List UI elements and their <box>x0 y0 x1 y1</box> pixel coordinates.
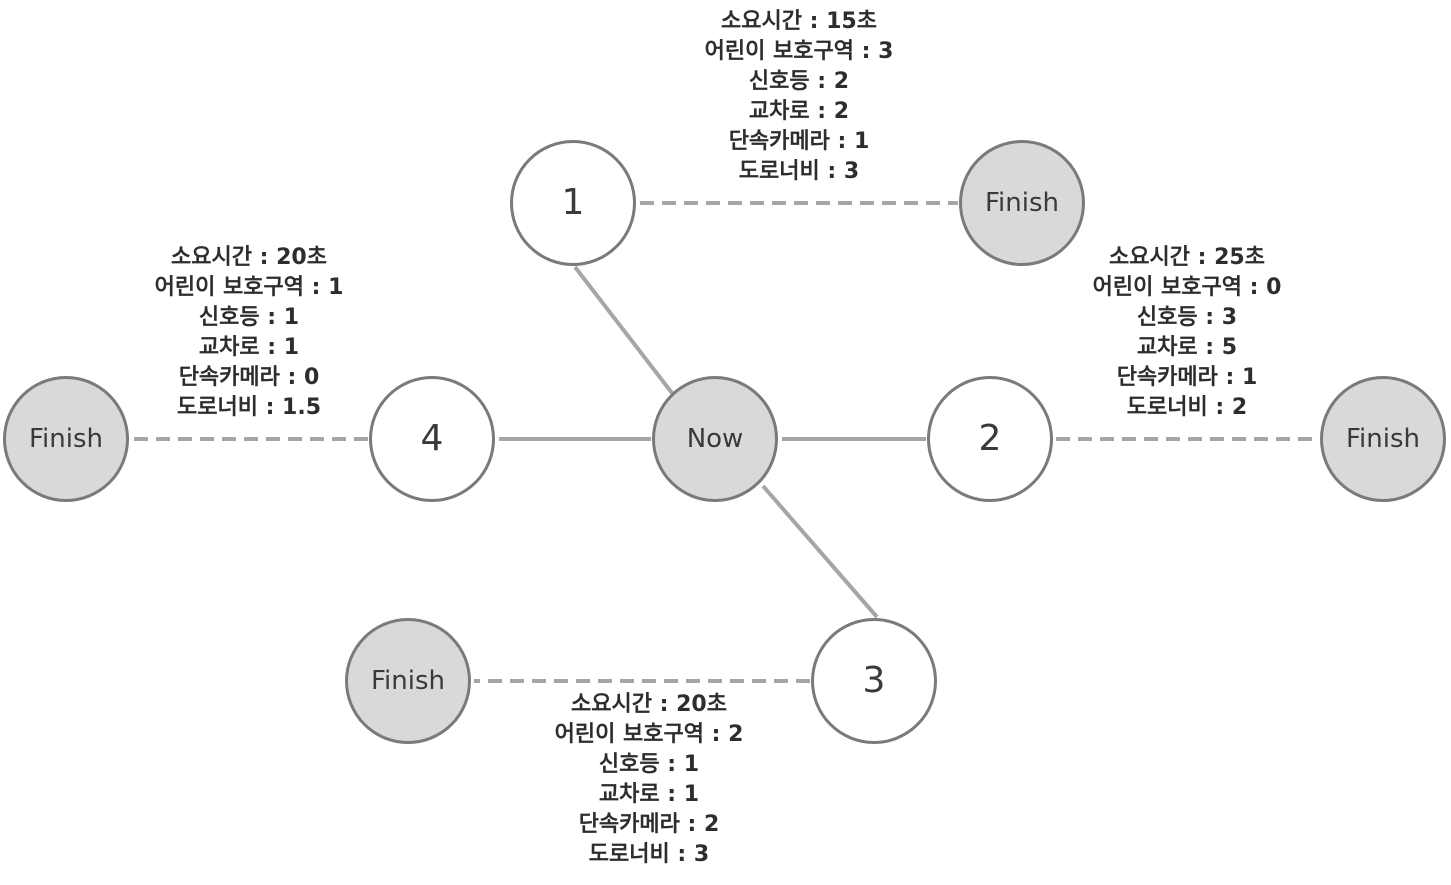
node-finish-1: Finish <box>959 140 1085 266</box>
node-finish-4: Finish <box>3 376 129 502</box>
node-4: 4 <box>369 376 495 502</box>
route-2-intersections: 교차로 : 5 <box>1136 335 1238 360</box>
route-4-info: 소요시간 : 20초 어린이 보호구역 : 1 신호등 : 1 교차로 : 1 … <box>119 243 379 423</box>
route-1-info: 소요시간 : 15초 어린이 보호구역 : 3 신호등 : 2 교차로 : 2 … <box>669 7 929 187</box>
node-1-label: 1 <box>561 182 585 223</box>
route-2-info: 소요시간 : 25초 어린이 보호구역 : 0 신호등 : 3 교차로 : 5 … <box>1057 243 1317 423</box>
node-finish-3-label: Finish <box>370 666 445 696</box>
route-4-road-width: 도로너비 : 1.5 <box>176 395 322 420</box>
node-3-label: 3 <box>862 660 886 701</box>
route-1-road-width: 도로너비 : 3 <box>738 159 860 184</box>
route-3-intersections: 교차로 : 1 <box>598 782 700 807</box>
route-2-speed-cameras: 단속카메라 : 1 <box>1116 365 1258 390</box>
node-now: Now <box>652 376 778 502</box>
route-1-intersections: 교차로 : 2 <box>748 99 850 124</box>
route-2-road-width: 도로너비 : 2 <box>1126 395 1248 420</box>
route-3-speed-cameras: 단속카메라 : 2 <box>578 812 720 837</box>
route-1-signals: 신호등 : 2 <box>748 69 850 94</box>
route-3-school-zone: 어린이 보호구역 : 2 <box>554 722 744 747</box>
route-4-speed-cameras: 단속카메라 : 0 <box>178 365 320 390</box>
node-finish-2-label: Finish <box>1345 424 1420 454</box>
route-1-speed-cameras: 단속카메라 : 1 <box>728 129 870 154</box>
node-2: 2 <box>927 376 1053 502</box>
edge-now-1 <box>573 265 674 395</box>
node-4-label: 4 <box>420 418 444 459</box>
route-3-time: 소요시간 : 20초 <box>571 692 727 717</box>
route-4-time: 소요시간 : 20초 <box>171 245 327 270</box>
route-3-road-width: 도로너비 : 3 <box>588 842 710 867</box>
route-2-signals: 신호등 : 3 <box>1136 305 1238 330</box>
route-3-signals: 신호등 : 1 <box>598 752 700 777</box>
node-finish-2: Finish <box>1320 376 1446 502</box>
route-1-school-zone: 어린이 보호구역 : 3 <box>704 39 894 64</box>
node-2-label: 2 <box>978 418 1002 459</box>
route-4-intersections: 교차로 : 1 <box>198 335 300 360</box>
route-2-time: 소요시간 : 25초 <box>1109 245 1265 270</box>
route-3-info: 소요시간 : 20초 어린이 보호구역 : 2 신호등 : 1 교차로 : 1 … <box>519 690 779 870</box>
route-1-time: 소요시간 : 15초 <box>721 9 877 34</box>
node-1: 1 <box>510 140 636 266</box>
node-finish-4-label: Finish <box>28 424 103 454</box>
node-3: 3 <box>811 618 937 744</box>
route-4-school-zone: 어린이 보호구역 : 1 <box>154 275 344 300</box>
node-finish-3: Finish <box>345 618 471 744</box>
route-2-school-zone: 어린이 보호구역 : 0 <box>1092 275 1282 300</box>
route-4-signals: 신호등 : 1 <box>198 305 300 330</box>
edge-now-3 <box>761 484 879 619</box>
node-finish-1-label: Finish <box>984 188 1059 218</box>
node-now-label: Now <box>686 424 744 454</box>
